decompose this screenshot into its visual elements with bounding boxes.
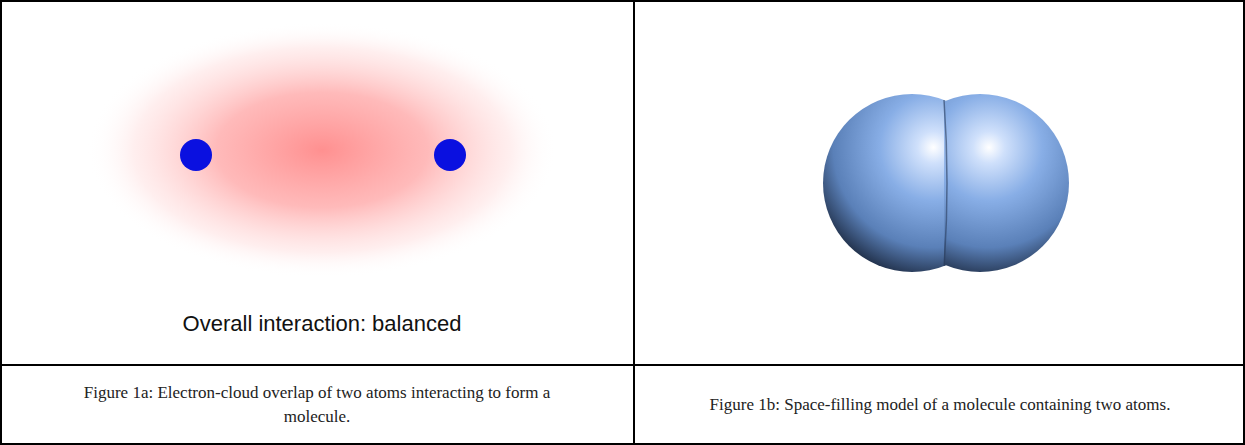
image-label: Overall interaction: balanced xyxy=(20,311,624,337)
atom-seam xyxy=(944,100,947,266)
table-divider xyxy=(0,364,1245,366)
electron-cloud xyxy=(87,22,557,278)
nucleus-dot xyxy=(434,139,466,171)
table-divider xyxy=(633,0,635,445)
figure-caption: Figure 1b: Space-filling model of a mole… xyxy=(690,393,1190,417)
figure-caption: Figure 1a: Electron-cloud overlap of two… xyxy=(60,381,574,429)
nucleus-dot xyxy=(180,139,212,171)
atom-sphere xyxy=(944,94,1069,272)
